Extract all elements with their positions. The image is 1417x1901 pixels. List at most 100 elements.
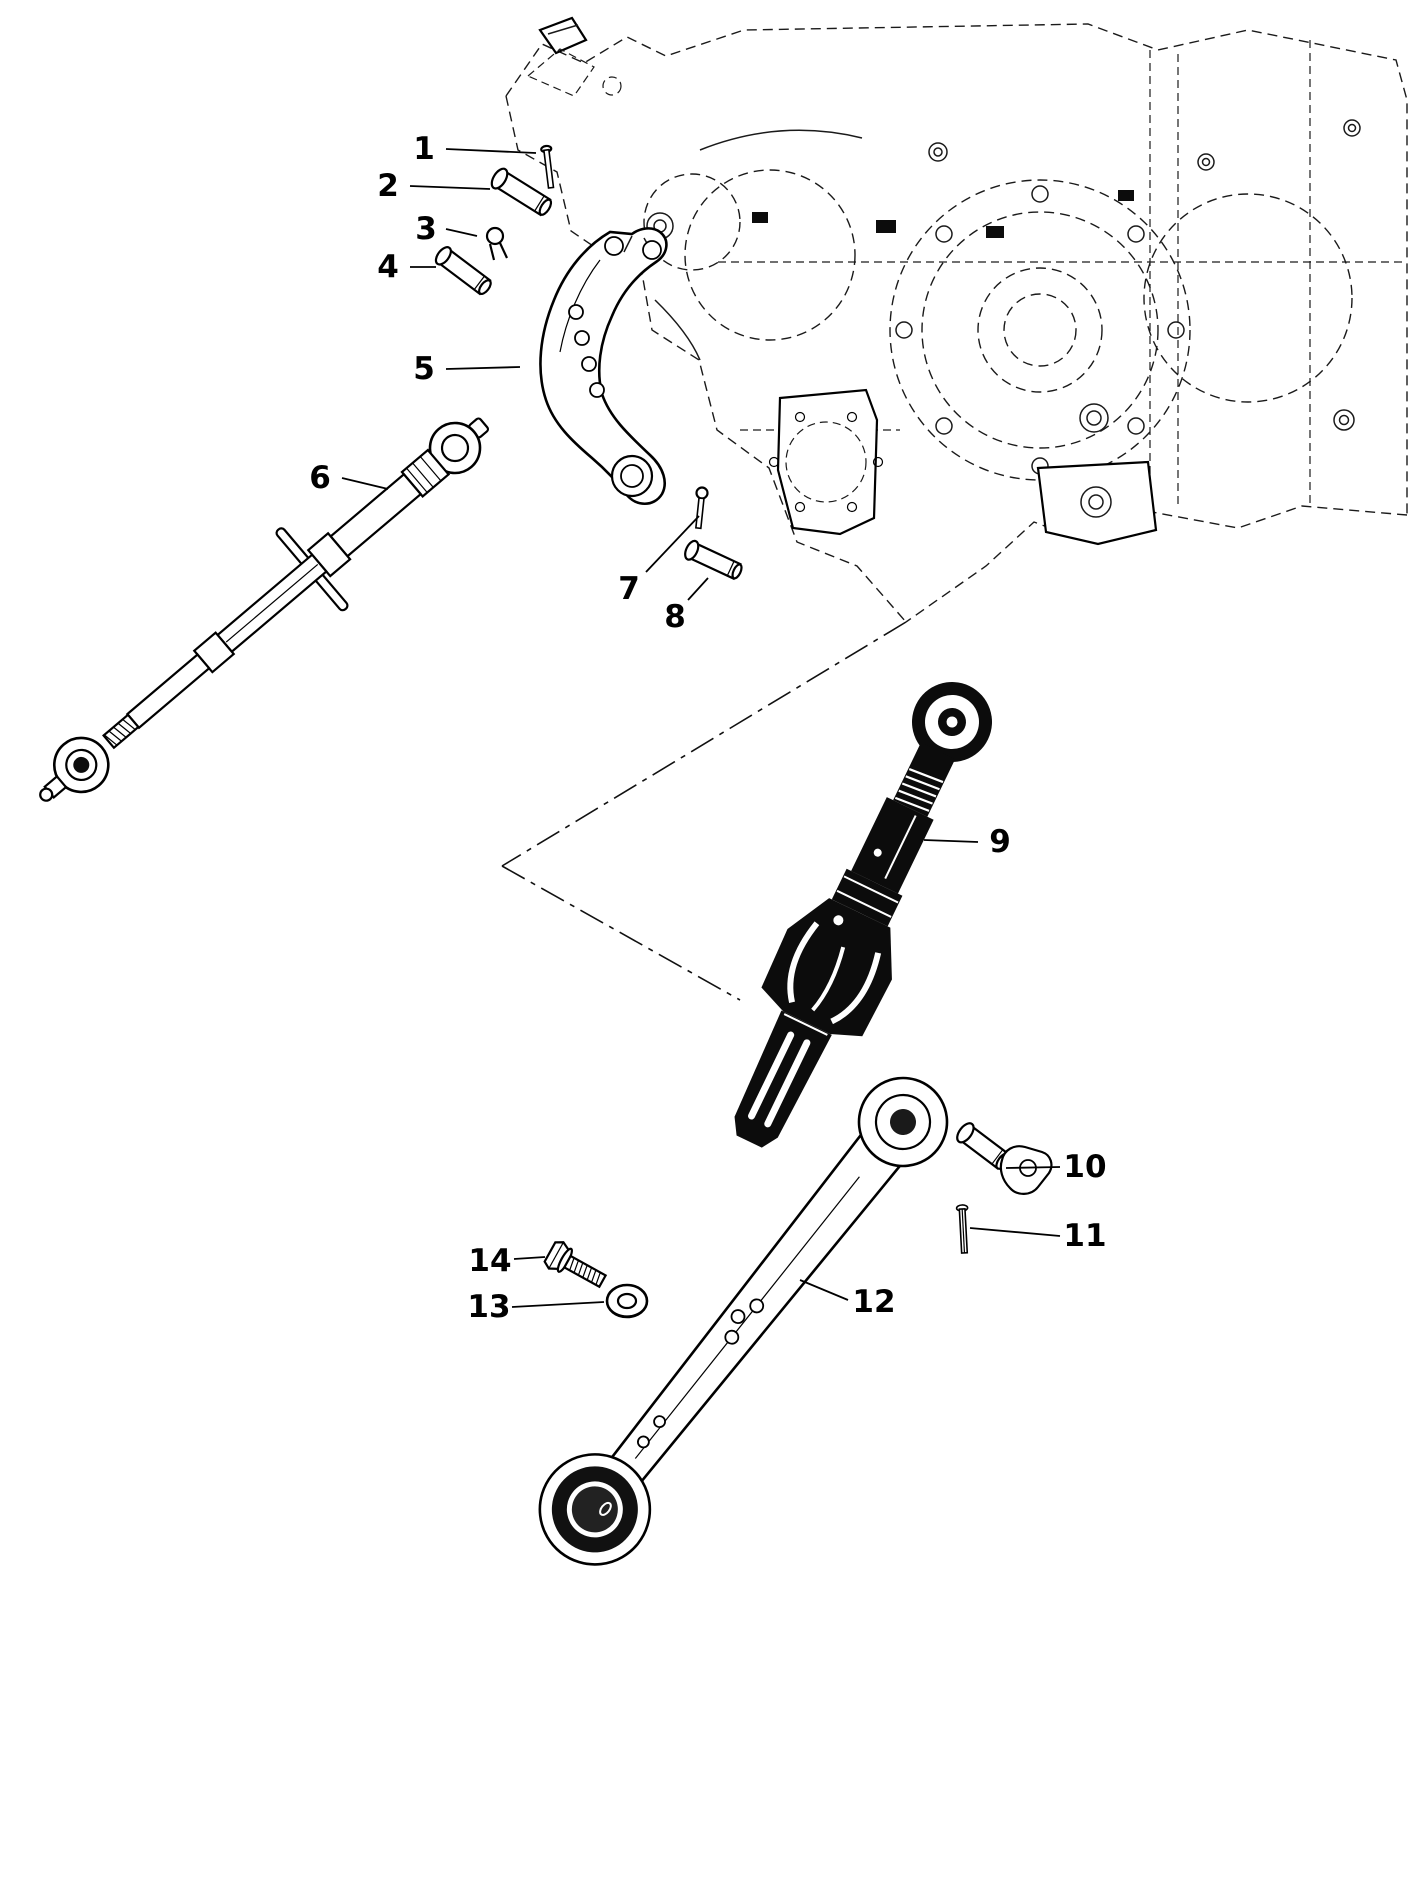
plate-bolt-hole (794, 411, 806, 423)
top-link-upper-ball (440, 433, 470, 463)
pin-head (684, 539, 700, 561)
part-6-top-link (39, 417, 490, 802)
bolt-hole (1127, 225, 1145, 243)
pointer-line-upper (501, 621, 907, 867)
boss-hole (1197, 153, 1215, 171)
top-link-thread (102, 713, 140, 750)
lift-link-yoke-slot (787, 921, 820, 1003)
lift-link-neck (893, 742, 956, 817)
lower-link-hole (749, 1298, 765, 1314)
bolt-head-line (548, 1242, 564, 1268)
leader-line-10 (1005, 1166, 1061, 1169)
plate-bolt-hole (794, 501, 806, 513)
callout-10: 10 (1063, 1149, 1106, 1185)
housing-top-contour (505, 23, 1408, 515)
lift-link-fork-slot (764, 1039, 811, 1128)
housing-lug (1118, 190, 1134, 201)
lower-link-hole (636, 1435, 650, 1449)
part-5-bracket (539, 227, 668, 506)
part-14-bolt (543, 1241, 608, 1289)
callout-9: 9 (989, 824, 1011, 860)
top-link-rod (125, 653, 211, 730)
lift-link-thread-lines (894, 768, 944, 812)
lower-link-ridge (634, 1176, 860, 1459)
boss-hole (1338, 414, 1350, 426)
rear-flange-circle (1143, 193, 1353, 403)
part-4-pin (434, 246, 492, 296)
cotter-body (694, 497, 705, 530)
leader-line-5 (445, 366, 521, 370)
callout-14: 14 (468, 1243, 511, 1279)
bracket-hole (581, 356, 597, 372)
top-link-clamp-lines (406, 456, 442, 493)
bracket-eye (604, 236, 624, 256)
callout-7: 7 (618, 571, 640, 607)
lower-link-hole (724, 1329, 740, 1345)
mounting-plate-bore (785, 421, 867, 503)
bracket-boss-hole (620, 464, 644, 488)
callout-11: 11 (1063, 1218, 1106, 1254)
pin-head (956, 1122, 975, 1144)
bolt-hole (935, 225, 953, 243)
pin-groove (474, 276, 485, 290)
plate-bolt-hole (846, 501, 858, 513)
leader-line-14 (513, 1256, 546, 1260)
housing-lug (752, 212, 768, 223)
top-cluster (526, 48, 595, 97)
top-link-lower-ball (73, 756, 90, 773)
bolt-hole (935, 417, 953, 435)
pin-body (542, 148, 555, 189)
boss-hole (1333, 409, 1355, 431)
part-3-clip (485, 226, 508, 261)
flange-circle-outer (889, 179, 1191, 481)
top-link-thread-lines (103, 718, 136, 746)
housing-left-contour (505, 95, 907, 623)
leader-line-8 (687, 577, 709, 601)
leader-line-7 (645, 515, 700, 573)
part-10-pin-keeper (956, 1122, 1053, 1195)
detail-pointer-lines (501, 621, 907, 1001)
bracket-eye (642, 240, 662, 260)
bolt-hole (1127, 417, 1145, 435)
clip-loop (485, 226, 505, 246)
lift-link-separation (783, 1013, 828, 1036)
top-link-tube2-line (225, 563, 319, 643)
washer-shade (608, 1306, 646, 1317)
bracket-outline (539, 227, 668, 506)
bolt-threads (569, 1258, 601, 1285)
leader-line-2 (409, 185, 491, 190)
lower-link-hole (653, 1415, 666, 1428)
lower-link-hole (730, 1309, 746, 1324)
housing-bracket (1036, 460, 1158, 546)
lift-link-yoke-slot (830, 952, 882, 1025)
housing-bottom-contour (905, 505, 1408, 623)
boss-hole (1201, 157, 1211, 167)
housing-lug (876, 220, 896, 233)
boss-hole (928, 142, 948, 162)
part-12-lower-link (538, 1076, 949, 1566)
clutch-housing-circle (684, 169, 856, 341)
callout-8: 8 (664, 599, 686, 635)
part-13-washer (605, 1283, 649, 1319)
boss-hole (1347, 123, 1357, 133)
part-8-clevis-pin (684, 539, 743, 581)
housing-curve (699, 129, 863, 151)
lower-link-ball-highlight (599, 1501, 612, 1516)
clutch-housing-circle-small (643, 173, 741, 271)
top-bracket-line (547, 24, 579, 35)
plate-bolt-hole (872, 456, 884, 468)
callout-12: 12 (852, 1284, 895, 1320)
leader-line-9 (923, 839, 979, 843)
housing-lug (986, 226, 1004, 238)
plate-bolt-hole (846, 411, 858, 423)
clip-leg (499, 242, 508, 259)
lower-link-upper-hole (890, 1109, 916, 1135)
cotter-ring (695, 486, 709, 500)
bracket-hole (568, 304, 584, 320)
clip-leg (488, 243, 496, 261)
lift-link-barrel (831, 868, 903, 927)
callout-6: 6 (309, 460, 331, 496)
part-7-cotter-pin (694, 486, 709, 530)
